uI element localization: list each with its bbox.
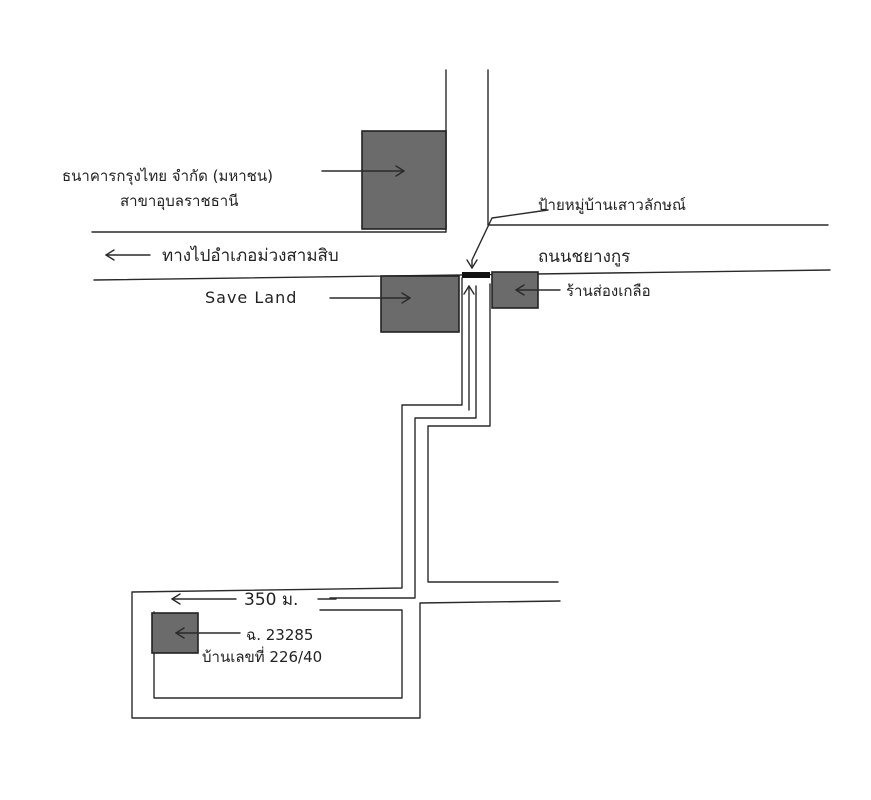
plot-lane-inner (153, 609, 403, 699)
soi-right-edge (427, 283, 559, 583)
to-district-label: ทางไปอำเภอม่วงสามสิบ (162, 245, 339, 266)
bank-name-label: ธนาคารกรุงไทย จำกัด (มหาชน) (62, 167, 273, 186)
save-land-label: Save Land (205, 288, 297, 307)
leader-arrows (105, 165, 561, 639)
save-land-building (380, 275, 460, 333)
village-sign-marker (462, 272, 490, 278)
soi-inner-edge (329, 285, 477, 599)
village-sign-label: ป้ายหมู่บ้านเสาวลักษณ์ (538, 196, 686, 214)
shop-label: ร้านส่องเกลือ (566, 282, 651, 300)
road-name-label: ถนนชยางกูร (538, 247, 630, 267)
bank-branch-label: สาขาอุบลราชธานี (120, 192, 238, 211)
distance-label: 350 ม. (244, 590, 298, 610)
bank-building (361, 130, 447, 230)
deed-number-label: ฉ. 23285 (246, 626, 313, 644)
soi-outer-edge (131, 277, 561, 719)
house-number-label: บ้านเลขที่ 226/40 (202, 646, 322, 666)
